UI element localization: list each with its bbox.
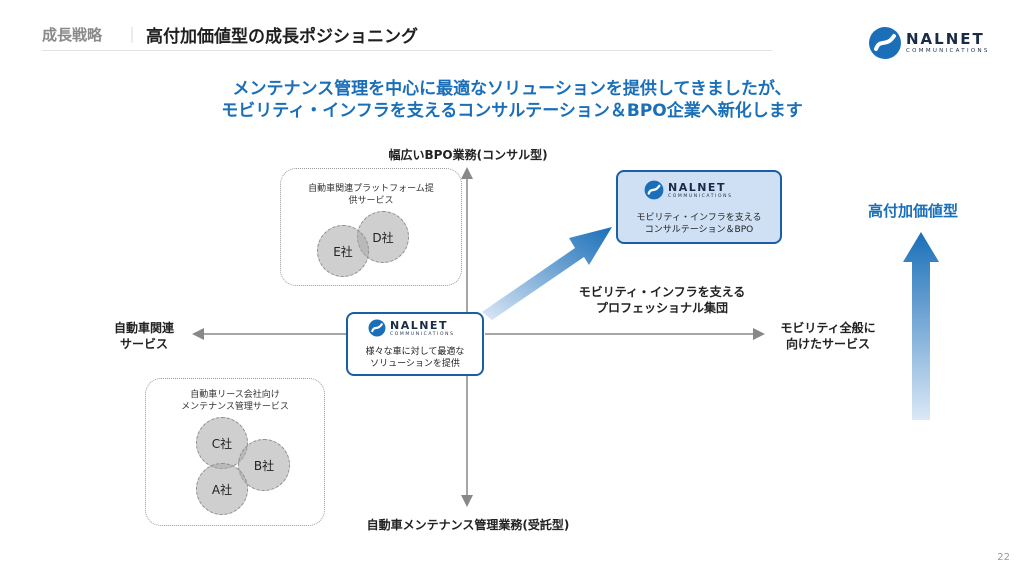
target-box-desc: モビリティ・インフラを支えるコンサルテーション＆BPO (636, 213, 762, 235)
platform-services-group: 自動車関連プラットフォーム提供サービス D社 E社 (280, 168, 462, 286)
platform-group-label: 自動車関連プラットフォーム提供サービス (308, 184, 434, 206)
axis-label-left: 自動車関連サービス (113, 321, 174, 351)
brand-mark-icon (869, 27, 901, 59)
axis-label-bottom: 自動車メンテナンス管理業務(受託型) (366, 518, 570, 532)
brand-logo: NALNET COMMUNICATIONS (868, 26, 1008, 60)
company-circle-d: D社 (357, 211, 409, 263)
headline-line-2: モビリティ・インフラを支えるコンサルテーション＆BPO企業へ新化します (221, 101, 803, 121)
brand-mark-icon (644, 180, 664, 200)
lease-group-label: 自動車リース会社向けメンテナンス管理サービス (181, 390, 289, 412)
target-box-logo: NALNET COMMUNICATIONS (618, 180, 780, 202)
headline-line-1: メンテナンス管理を中心に最適なソリューションを提供してきましたが、 (232, 79, 792, 99)
current-box-desc: 様々な車に対して最適なソリューションを提供 (365, 347, 465, 369)
brand-mark-icon (368, 319, 386, 337)
lease-services-group: 自動車リース会社向けメンテナンス管理サービス C社 B社 A社 (145, 378, 325, 526)
value-arrow (903, 232, 939, 420)
growth-arrow-label: モビリティ・インフラを支えるプロフェッショナル集団 (578, 285, 746, 315)
high-value-label: 高付加価値型 (868, 202, 959, 220)
header-rule (42, 50, 772, 51)
axis-label-top: 幅広いBPO業務(コンサル型) (388, 148, 548, 162)
company-circle-a: A社 (196, 463, 248, 515)
company-circle-e: E社 (317, 225, 369, 277)
brand-name: NALNET (906, 30, 985, 48)
section-label: 成長戦略 (42, 26, 103, 44)
current-box-logo: NALNET COMMUNICATIONS (348, 319, 482, 341)
target-position-box: NALNET COMMUNICATIONS モビリティ・インフラを支えるコンサル… (616, 170, 782, 244)
growth-arrow (482, 227, 612, 320)
brand-sub: COMMUNICATIONS (906, 48, 990, 54)
page-number: 22 (997, 552, 1010, 563)
axis-label-right: モビリティ全般に向けたサービス (780, 321, 876, 351)
header-separator: ｜ (124, 26, 141, 45)
page-title: 高付加価値型の成長ポジショニング (146, 27, 418, 47)
current-position-box: NALNET COMMUNICATIONS 様々な車に対して最適なソリューション… (346, 312, 484, 376)
